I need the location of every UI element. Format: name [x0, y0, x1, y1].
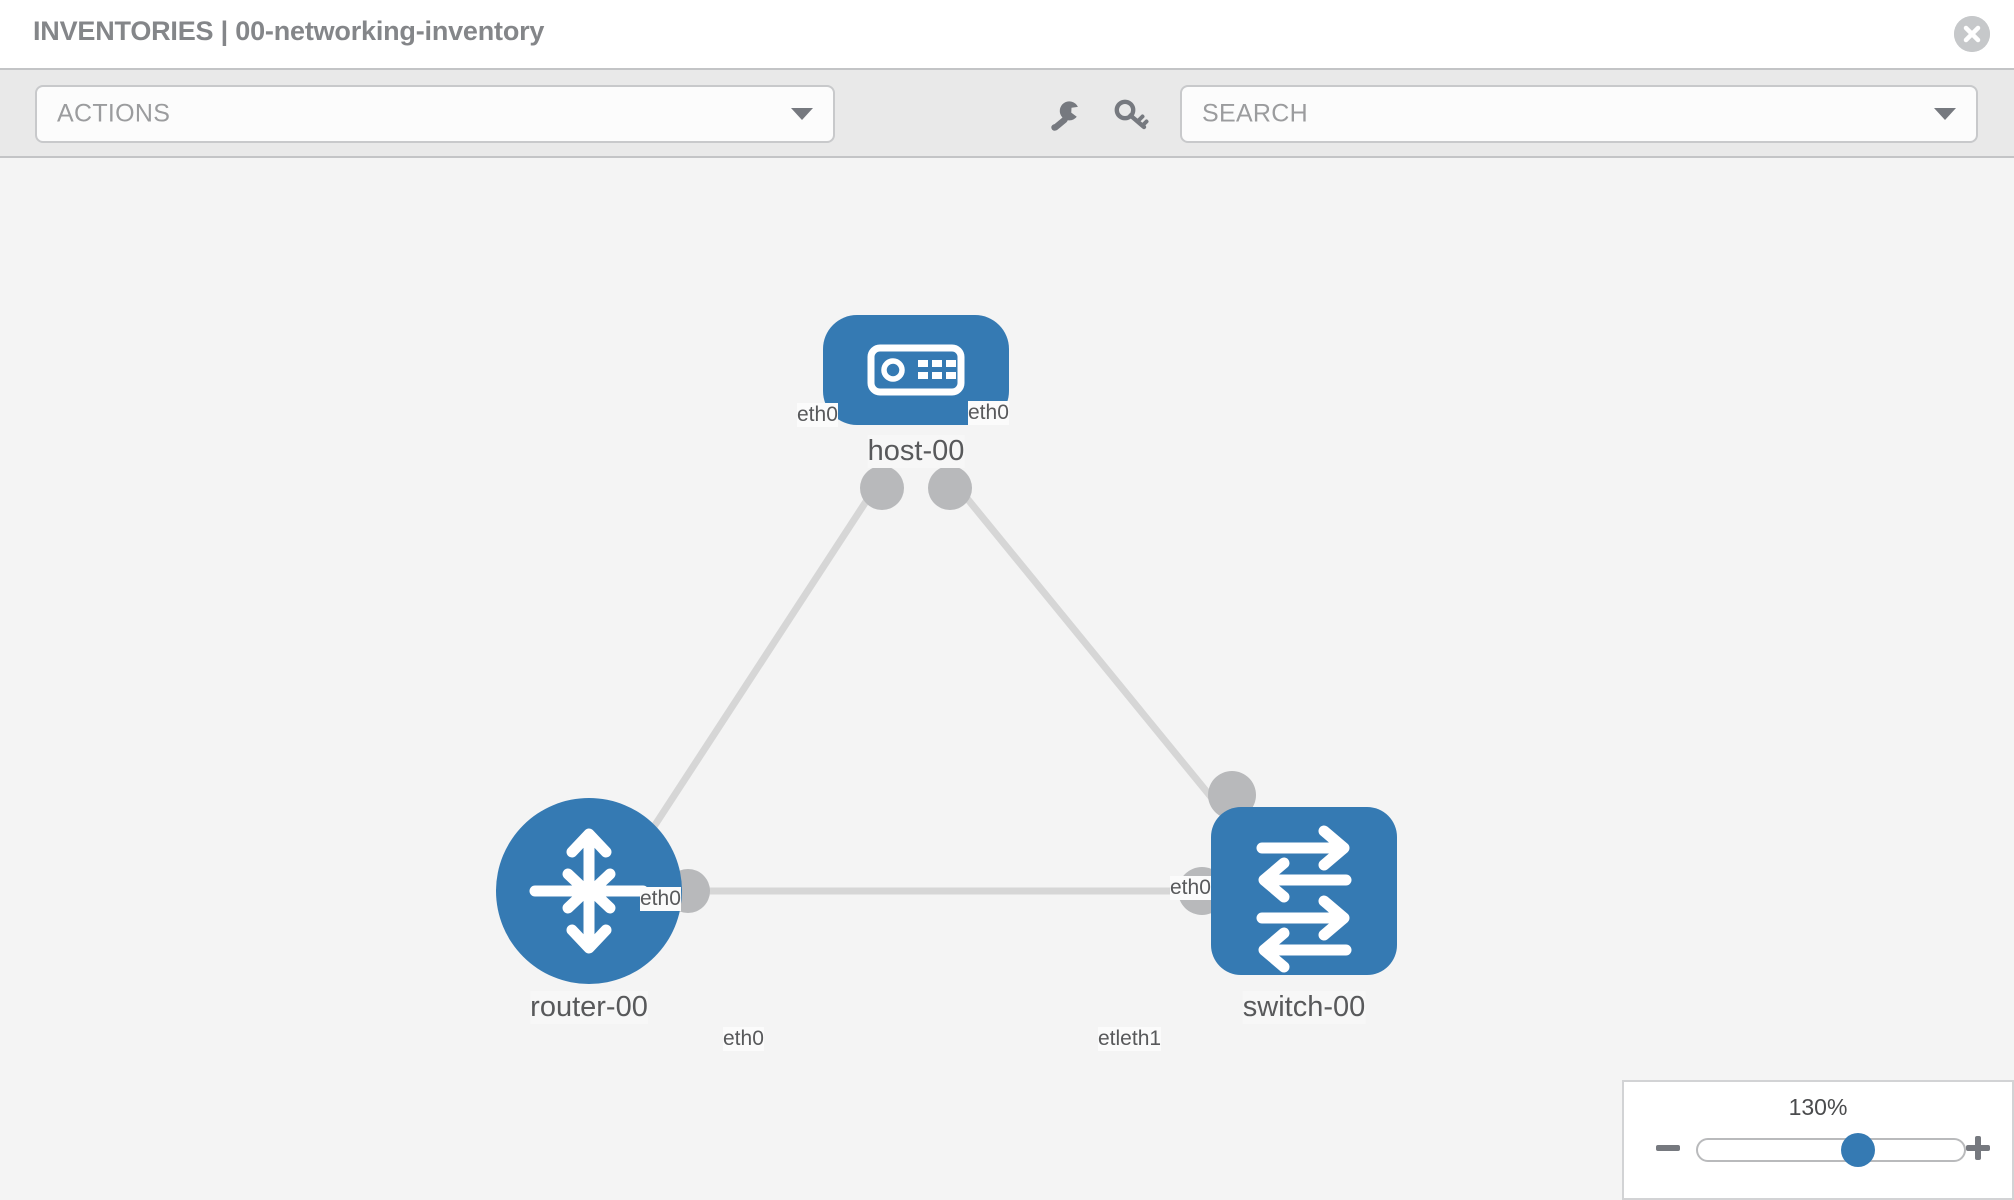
zoom-out-button[interactable]	[1654, 1134, 1682, 1162]
close-button[interactable]	[1954, 16, 1990, 52]
link-host-switch[interactable]	[949, 477, 1241, 833]
server-icon	[867, 344, 965, 396]
node-host-00[interactable]	[823, 315, 1009, 425]
actions-dropdown[interactable]: ACTIONS	[35, 85, 835, 143]
chevron-down-icon	[791, 108, 813, 120]
plus-icon	[1966, 1136, 1990, 1160]
page-title: INVENTORIES | 00-networking-inventory	[33, 16, 545, 46]
zoom-slider-thumb[interactable]	[1840, 1133, 1875, 1167]
search-input-placeholder: SEARCH	[1202, 99, 1308, 128]
topology-canvas[interactable]: eth0 eth0 eth0 eth0 eth0 etleth1 host-00…	[0, 158, 2014, 1200]
node-router-00[interactable]	[496, 798, 682, 984]
zoom-slider[interactable]	[1696, 1133, 1966, 1167]
topology-graph	[496, 315, 1397, 984]
router-arrows-icon	[529, 828, 649, 954]
zoom-level-label: 130%	[1788, 1094, 1848, 1120]
switch-arrows-icon	[1256, 825, 1352, 973]
actions-dropdown-label: ACTIONS	[57, 99, 171, 128]
wrench-button[interactable]	[1045, 96, 1085, 136]
zoom-control-panel: 130%	[1622, 1080, 2014, 1200]
key-button[interactable]	[1112, 96, 1152, 136]
key-icon	[1114, 99, 1149, 130]
zoom-in-button[interactable]	[1964, 1134, 1992, 1162]
close-circle-icon	[1954, 16, 1990, 52]
minus-icon	[1656, 1145, 1680, 1151]
wrench-icon	[1051, 101, 1078, 131]
link-host-router[interactable]	[637, 478, 883, 850]
page-header: INVENTORIES | 00-networking-inventory	[0, 0, 2014, 68]
node-switch-00[interactable]	[1211, 807, 1397, 975]
port-host-eth0-right[interactable]	[928, 466, 972, 510]
port-host-eth0-left[interactable]	[860, 466, 904, 510]
search-dropdown[interactable]: SEARCH	[1180, 85, 1978, 143]
toolbar: ACTIONS SEARCH	[0, 68, 2014, 158]
chevron-down-icon	[1934, 108, 1956, 120]
